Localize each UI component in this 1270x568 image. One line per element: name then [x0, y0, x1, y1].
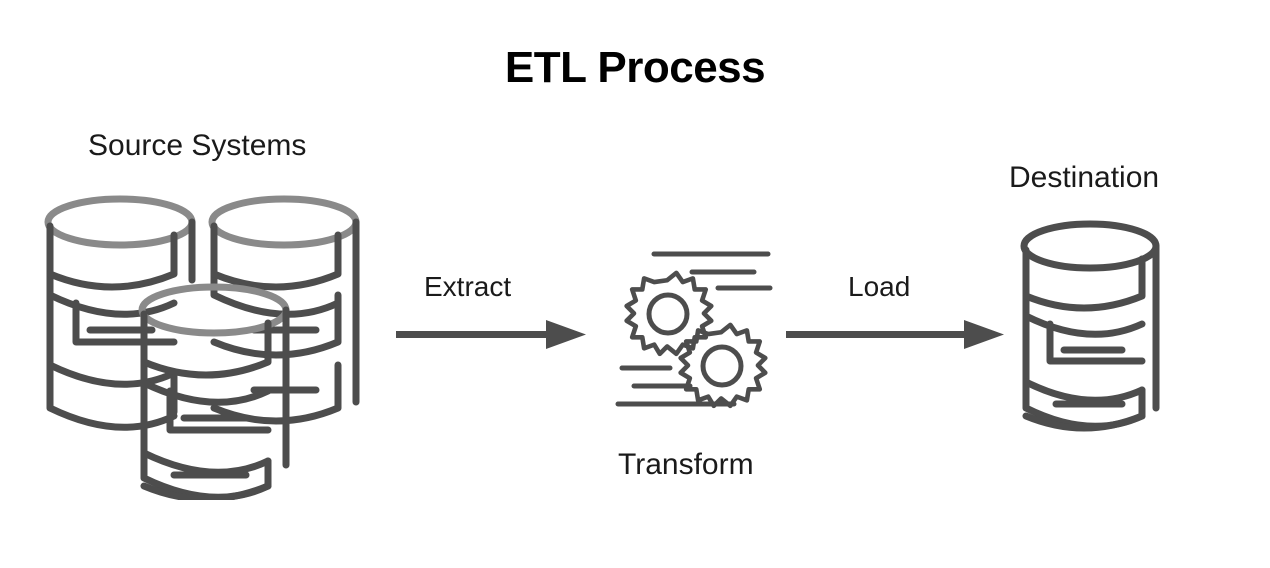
arrow-right-extract-icon [396, 320, 586, 349]
motion-lines [615, 251, 773, 407]
page-title: ETL Process [504, 43, 766, 92]
extract-edge-label: Extract [424, 271, 512, 302]
database-icon [1020, 220, 1160, 432]
arrow-right-load-icon [786, 320, 1004, 349]
destination-label: Destination [1009, 161, 1160, 194]
source-db-3 [138, 283, 290, 500]
gear-upper-left [624, 270, 714, 357]
database-stack-icon [44, 195, 360, 500]
source-db-2 [208, 195, 360, 425]
source-systems-label: Source Systems [88, 129, 307, 162]
load-edge-label: Load [848, 271, 911, 302]
transform-label: Transform [618, 448, 754, 481]
gears-icon [615, 251, 773, 409]
